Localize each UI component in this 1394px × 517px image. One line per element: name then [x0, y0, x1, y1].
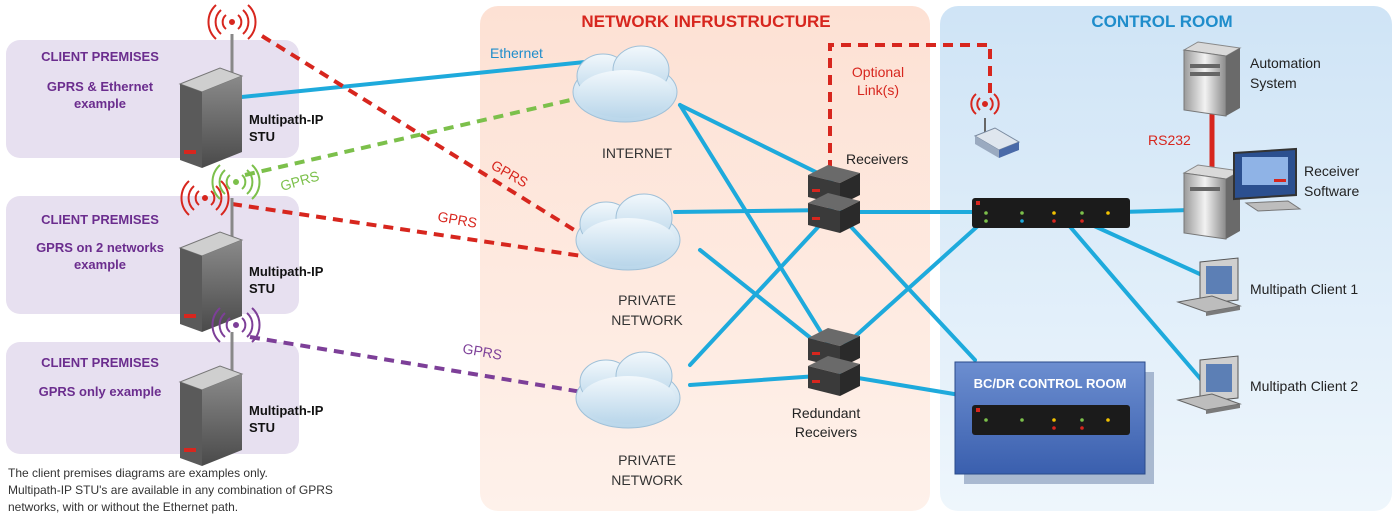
gprs-label-purple: GPRS — [461, 340, 503, 363]
stu-3-label-1: Multipath-IP — [249, 403, 324, 418]
redundant-receivers-label-2: Receivers — [795, 424, 857, 440]
automation-server-icon — [1182, 41, 1242, 117]
client-box-3-subtitle-1: GPRS only example — [39, 384, 162, 399]
client-box-1-title: CLIENT PREMISES — [41, 49, 159, 64]
receiver-software-pc-icon — [1182, 147, 1302, 240]
automation-system-label-1: Automation — [1250, 55, 1321, 71]
footnote-line-3: networks, with or without the Ethernet p… — [8, 500, 238, 514]
wireless-signal-icon — [180, 180, 230, 216]
multipath-client-1-label: Multipath Client 1 — [1250, 281, 1358, 297]
control-room-title: CONTROL ROOM — [1091, 12, 1232, 31]
optional-link-label-2: Link(s) — [857, 82, 899, 98]
rs232-label: RS232 — [1148, 132, 1191, 148]
gprs-label-red-2: GPRS — [436, 208, 478, 231]
cloud-private-network-1 — [575, 193, 681, 271]
cloud-private-network-2 — [575, 351, 681, 429]
stu-2-label-1: Multipath-IP — [249, 264, 324, 279]
private-network-1-label-1: PRIVATE — [618, 292, 676, 308]
receiver-control-panel — [972, 198, 1130, 228]
network-title: NETWORK INFRUSTRUCTURE — [581, 12, 830, 31]
redundant-receivers-label-1: Redundant — [792, 405, 861, 421]
wireless-signal-icon — [211, 164, 261, 200]
receivers-label: Receivers — [846, 151, 908, 167]
stu-device-2 — [178, 198, 244, 332]
private-network-2-label-1: PRIVATE — [618, 452, 676, 468]
cloud-internet — [572, 45, 678, 123]
stu-device-3 — [178, 332, 244, 466]
stu-2-label-2: STU — [249, 281, 275, 296]
client-box-2-title: CLIENT PREMISES — [41, 212, 159, 227]
multipath-client-2-pc-icon — [1176, 355, 1242, 414]
footnote-line-2: Multipath-IP STU's are available in any … — [8, 483, 333, 497]
stu-1-label-1: Multipath-IP — [249, 112, 324, 127]
receiver-stack-2 — [808, 328, 860, 396]
wireless-router-icon — [973, 118, 1021, 158]
ethernet-label: Ethernet — [490, 45, 543, 61]
footnote-line-1: The client premises diagrams are example… — [8, 466, 268, 480]
stu-3-label-2: STU — [249, 420, 275, 435]
client-box-3-title: CLIENT PREMISES — [41, 355, 159, 370]
client-box-2-subtitle-2: example — [74, 257, 126, 272]
private-network-2-label-2: NETWORK — [611, 472, 683, 488]
wireless-signal-icon — [211, 307, 261, 343]
private-network-1-label-2: NETWORK — [611, 312, 683, 328]
receiver-software-label-2: Software — [1304, 183, 1359, 199]
client-box-2-subtitle-1: GPRS on 2 networks — [36, 240, 164, 255]
optional-link-label-1: Optional — [852, 64, 904, 80]
internet-label: INTERNET — [602, 145, 672, 161]
wireless-signal-icon — [207, 4, 257, 40]
automation-system-label-2: System — [1250, 75, 1297, 91]
multipath-client-2-label: Multipath Client 2 — [1250, 378, 1358, 394]
bcdr-title: BC/DR CONTROL ROOM — [974, 376, 1127, 391]
gprs-label-green: GPRS — [278, 168, 321, 194]
receiver-software-label-1: Receiver — [1304, 163, 1360, 179]
stu-device-1 — [178, 34, 244, 168]
bcdr-control-room — [954, 361, 1154, 484]
receiver-stack-1 — [808, 165, 860, 233]
client-box-1-subtitle-2: example — [74, 96, 126, 111]
stu-1-label-2: STU — [249, 129, 275, 144]
multipath-client-1-pc-icon — [1176, 257, 1242, 316]
wireless-signal-icon — [970, 93, 1000, 115]
client-box-1-subtitle-1: GPRS & Ethernet — [47, 79, 154, 94]
gprs-links — [231, 34, 992, 394]
blue-cables — [230, 60, 1237, 397]
